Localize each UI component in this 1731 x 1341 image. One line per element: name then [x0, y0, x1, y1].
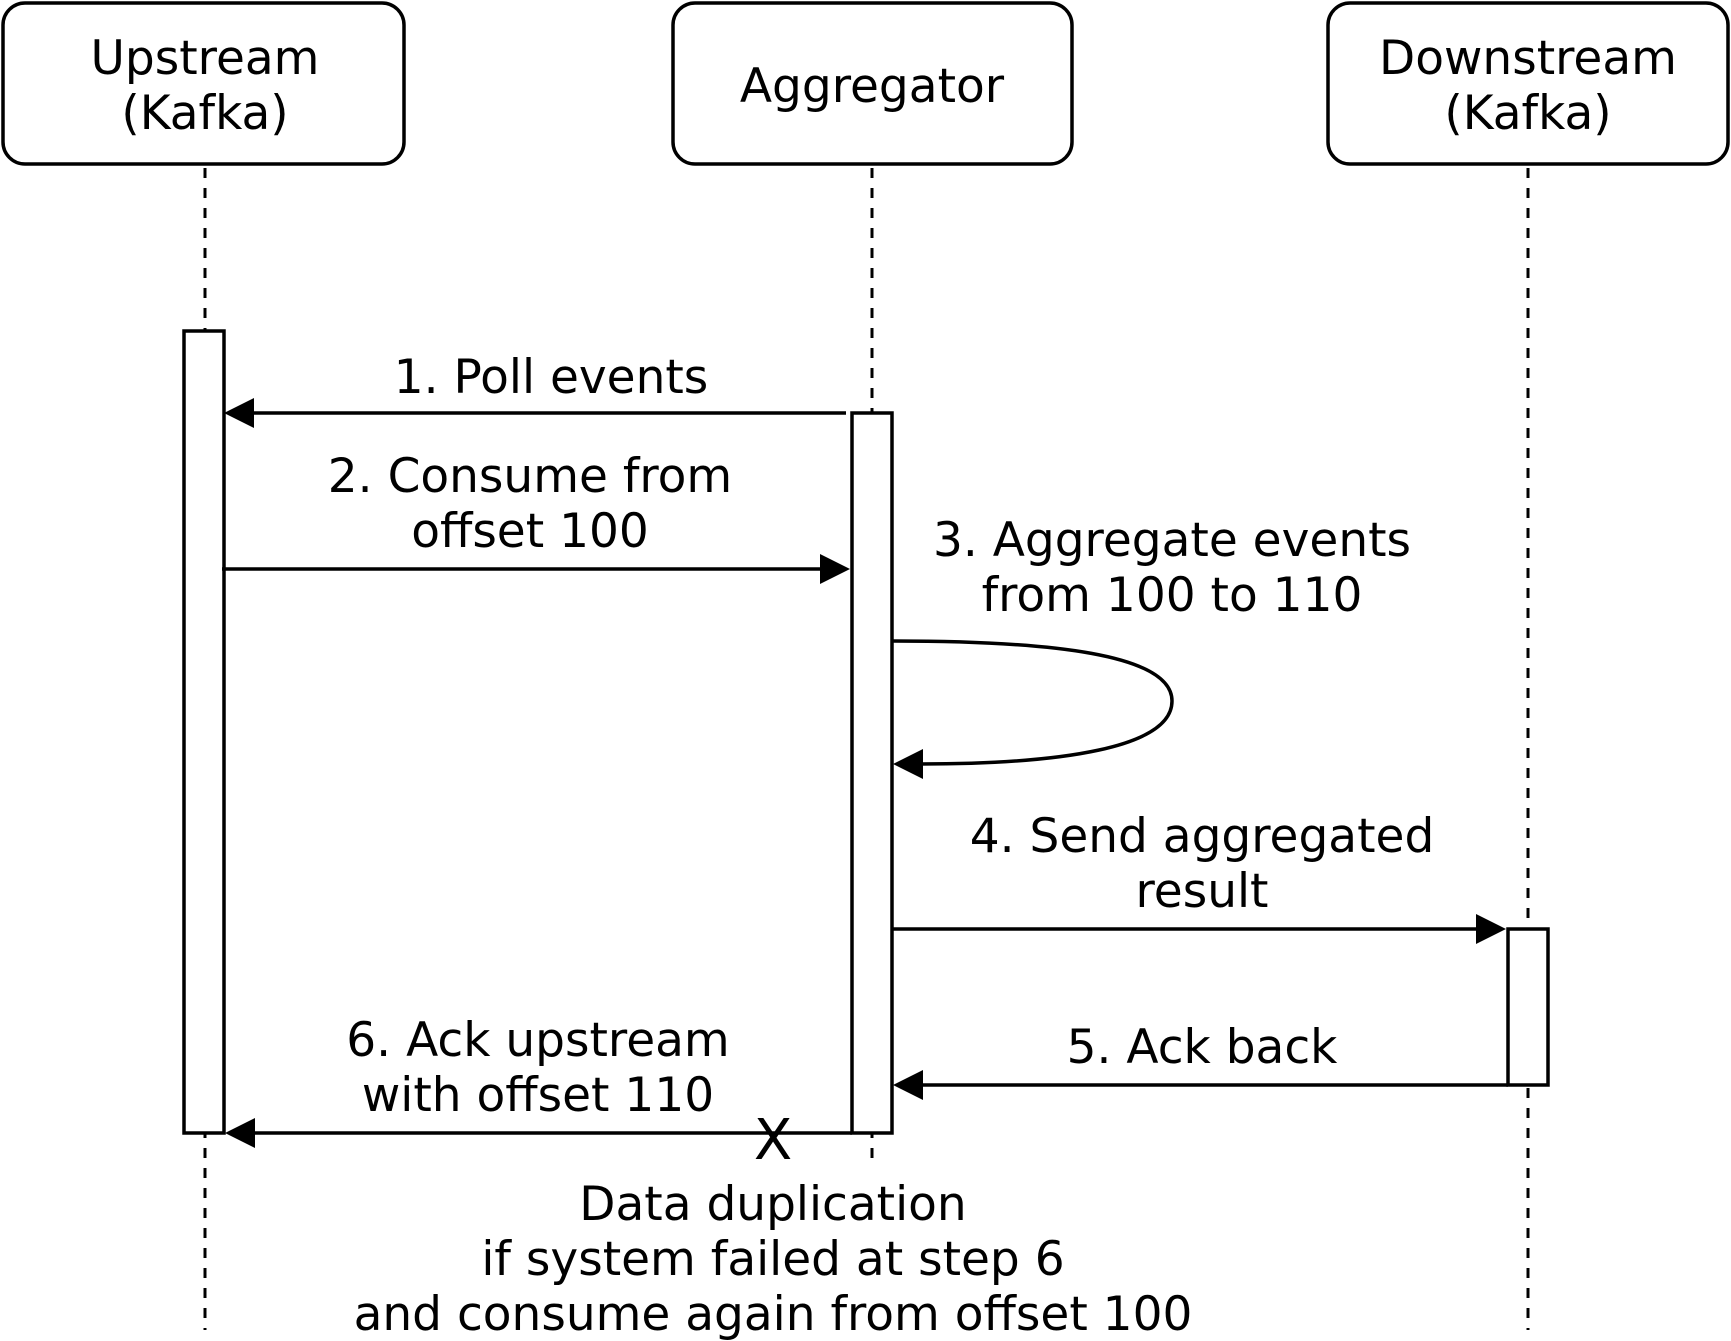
downstream-activation — [1506, 927, 1550, 1087]
message-step5: 5. Ack back — [893, 1020, 1508, 1100]
arrowhead-right — [820, 554, 850, 584]
message-step3-label-line1: 3. Aggregate events — [933, 513, 1411, 568]
arrowhead-left — [893, 1070, 923, 1100]
participant-downstream-type: (Kafka) — [1444, 86, 1611, 141]
participant-downstream: Downstream (Kafka) — [1326, 1, 1730, 166]
failure-x-marker: X — [754, 1108, 792, 1173]
message-step2-label-line2: offset 100 — [411, 504, 649, 559]
message-step1: 1. Poll events — [224, 350, 846, 428]
message-step2-label-line1: 2. Consume from — [328, 449, 732, 504]
message-step5-label: 5. Ack back — [1067, 1020, 1339, 1075]
failure-note-line3: and consume again from offset 100 — [354, 1287, 1193, 1341]
aggregator-activation — [850, 411, 894, 1135]
participant-upstream: Upstream (Kafka) — [1, 1, 406, 166]
failure-note-line1: Data duplication — [579, 1177, 966, 1232]
message-step3: 3. Aggregate events from 100 to 110 — [892, 513, 1411, 779]
message-step4-label-line1: 4. Send aggregated — [970, 809, 1435, 864]
message-step2: 2. Consume from offset 100 — [222, 449, 850, 584]
participant-downstream-name: Downstream — [1379, 31, 1677, 86]
participant-upstream-name: Upstream — [91, 31, 320, 86]
message-step3-label-line2: from 100 to 110 — [982, 568, 1363, 623]
arrowhead-right — [1476, 914, 1506, 944]
message-step1-label: 1. Poll events — [394, 350, 709, 405]
participant-aggregator: Aggregator — [671, 1, 1074, 166]
message-step6-label-line1: 6. Ack upstream — [346, 1013, 729, 1068]
message-step4-label-line2: result — [1136, 864, 1269, 919]
participant-aggregator-name: Aggregator — [740, 59, 1005, 114]
arrowhead-left — [893, 749, 923, 779]
upstream-activation — [182, 329, 226, 1135]
arrowhead-left — [224, 398, 254, 428]
message-step6-label-line2: with offset 110 — [362, 1068, 714, 1123]
participant-upstream-type: (Kafka) — [121, 86, 288, 141]
failure-note-line2: if system failed at step 6 — [481, 1232, 1064, 1287]
message-step6: 6. Ack upstream with offset 110 — [225, 1013, 852, 1148]
message-step4: 4. Send aggregated result — [893, 809, 1506, 944]
arrowhead-left — [225, 1118, 255, 1148]
